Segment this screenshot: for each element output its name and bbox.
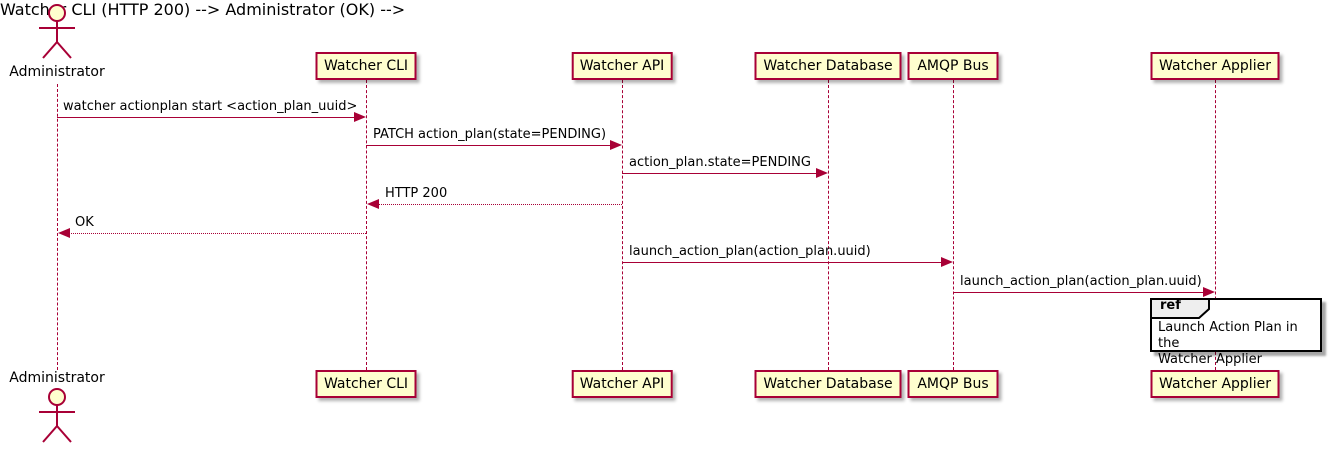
message-label: HTTP 200 — [385, 186, 448, 201]
participant-watcher-applier-top: Watcher Applier — [1150, 52, 1280, 80]
actor-icon — [35, 387, 79, 449]
actor-label-top: Administrator — [9, 64, 105, 80]
ref-box: ref Launch Action Plan in the Watcher Ap… — [1150, 298, 1322, 367]
participant-watcher-database-top: Watcher Database — [754, 52, 902, 80]
message-line — [622, 262, 942, 263]
message-label: watcher actionplan start <action_plan_uu… — [63, 99, 358, 114]
message-label: OK — [75, 215, 94, 230]
message-line — [378, 204, 622, 205]
ref-tab: ref — [1150, 298, 1210, 323]
arrowhead-icon — [1203, 287, 1215, 297]
ref-text: Launch Action Plan in the Watcher Applie… — [1158, 320, 1298, 367]
lifeline-watcher-cli — [366, 80, 367, 370]
participant-watcher-cli-bottom: Watcher CLI — [315, 370, 417, 398]
actor-icon — [35, 3, 79, 65]
lifeline-watcher-applier — [1215, 80, 1216, 370]
message-line — [953, 292, 1204, 293]
participant-amqp-bus-bottom: AMQP Bus — [907, 370, 999, 398]
participant-watcher-api-bottom: Watcher API — [571, 370, 673, 398]
ref-tab-label: ref — [1160, 298, 1181, 313]
lifeline-watcher-api — [622, 80, 623, 370]
arrowhead-icon — [354, 112, 366, 122]
message-label: launch_action_plan(action_plan.uuid) — [629, 244, 871, 259]
arrowhead-icon — [367, 199, 379, 209]
message-line — [366, 145, 611, 146]
participant-watcher-applier-bottom: Watcher Applier — [1150, 370, 1280, 398]
arrowhead-icon — [58, 228, 70, 238]
participant-watcher-database-bottom: Watcher Database — [754, 370, 902, 398]
lifeline-amqp-bus — [953, 80, 954, 370]
lifeline-administrator — [57, 84, 58, 370]
message-line — [69, 233, 366, 234]
message-label: PATCH action_plan(state=PENDING) — [373, 127, 607, 142]
participant-watcher-cli-top: Watcher CLI — [315, 52, 417, 80]
message-line — [57, 117, 355, 118]
lifeline-watcher-database — [828, 80, 829, 370]
message-label: launch_action_plan(action_plan.uuid) — [960, 274, 1202, 289]
participant-amqp-bus-top: AMQP Bus — [907, 52, 999, 80]
arrowhead-icon — [941, 257, 953, 267]
arrowhead-icon — [610, 140, 622, 150]
actor-label-bottom: Administrator — [9, 370, 105, 386]
message-line — [622, 173, 817, 174]
arrowhead-icon — [816, 168, 828, 178]
message-label: action_plan.state=PENDING — [629, 155, 811, 170]
participant-watcher-api-top: Watcher API — [571, 52, 673, 80]
